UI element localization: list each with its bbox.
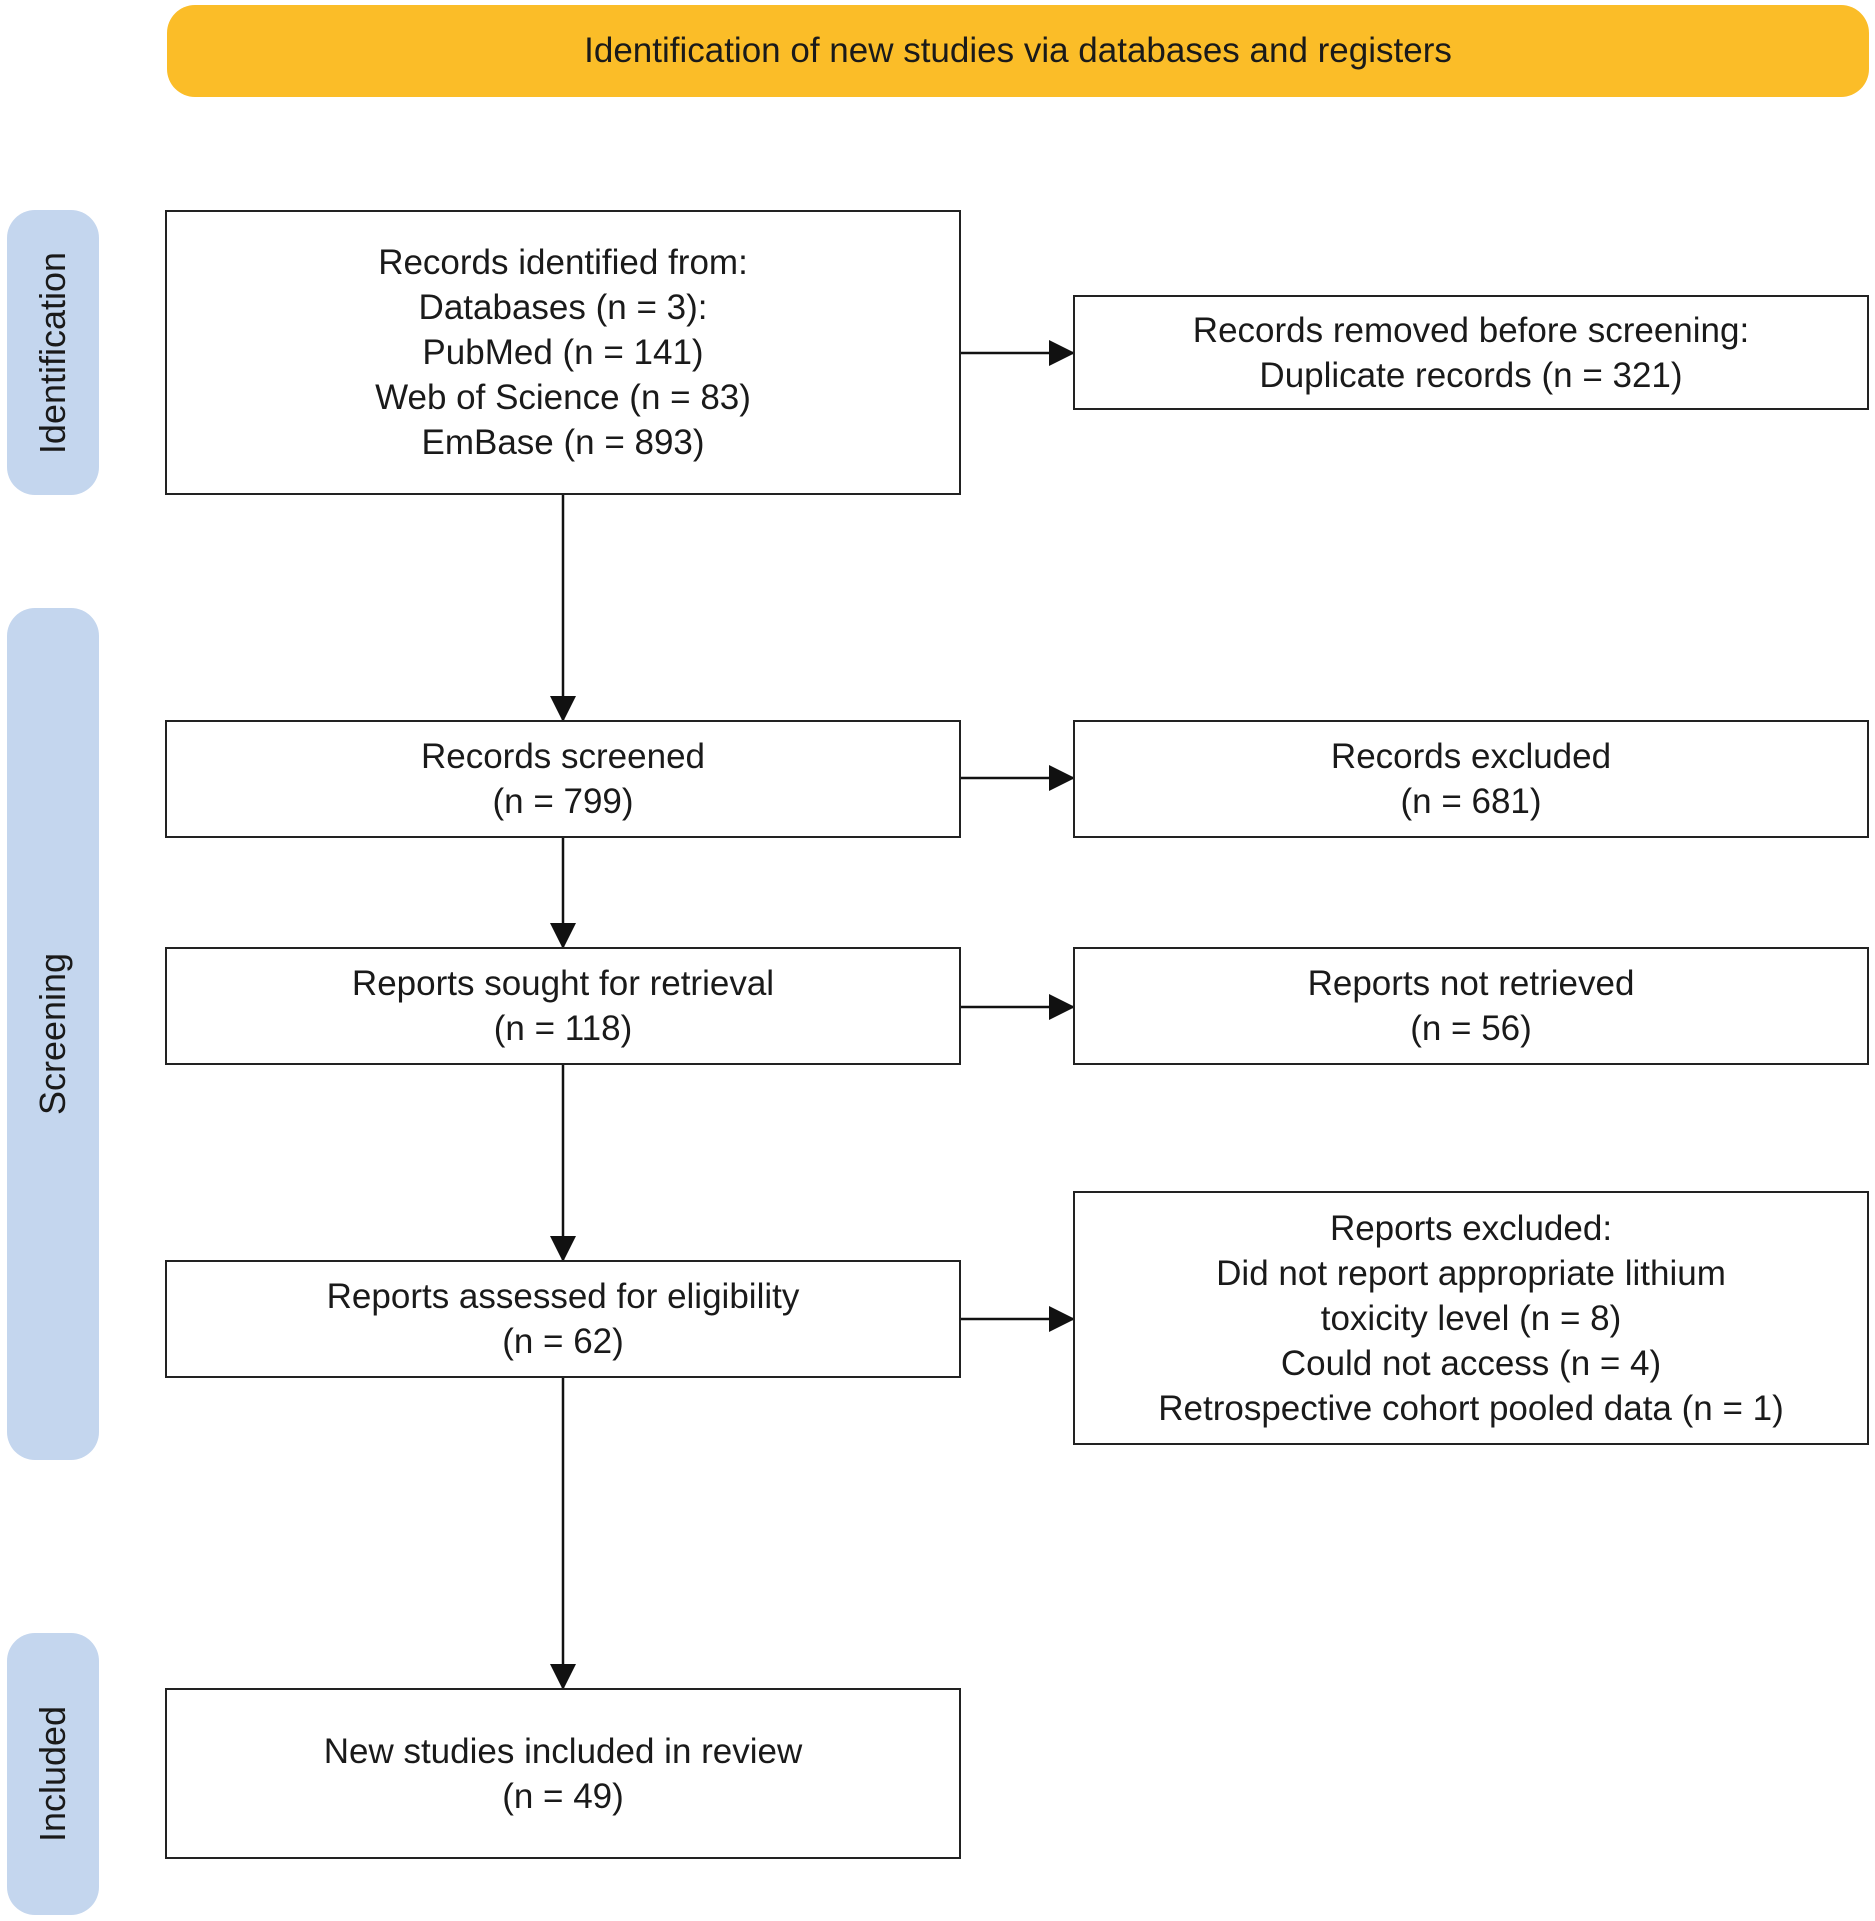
box-line: Duplicate records (n = 321) xyxy=(1259,355,1683,395)
box-line: Records removed before screening: xyxy=(1192,310,1750,350)
box-line: Reports excluded: xyxy=(1329,1208,1613,1248)
box-records-identified: Records identified from: Databases (n = … xyxy=(165,210,961,495)
box-line: Records excluded xyxy=(1330,737,1612,776)
box-line: (n = 799) xyxy=(492,782,634,821)
box-line: Reports sought for retrieval xyxy=(351,964,775,1003)
box-records-excluded: Records excluded (n = 681) xyxy=(1073,720,1869,838)
box-studies-included: New studies included in review (n = 49) xyxy=(165,1688,961,1859)
box-line: (n = 62) xyxy=(502,1322,624,1361)
box-line: EmBase (n = 893) xyxy=(421,423,705,462)
box-reports-not-retrieved: Reports not retrieved (n = 56) xyxy=(1073,947,1869,1065)
box-reports-assessed: Reports assessed for eligibility (n = 62… xyxy=(165,1260,961,1378)
box-line: (n = 49) xyxy=(502,1776,624,1816)
box-line: (n = 56) xyxy=(1410,1009,1532,1048)
box-line: (n = 118) xyxy=(493,1009,633,1048)
box-line: Could not access (n = 4) xyxy=(1280,1343,1662,1383)
phase-identification: Identification xyxy=(7,210,99,495)
header-title: Identification of new studies via databa… xyxy=(584,31,1452,70)
box-line: Retrospective cohort pooled data (n = 1) xyxy=(1158,1388,1784,1428)
box-line: Records screened xyxy=(420,737,706,776)
box-line: (n = 681) xyxy=(1400,782,1542,821)
box-reports-excluded: Reports excluded: Did not report appropr… xyxy=(1073,1191,1869,1445)
header-banner: Identification of new studies via databa… xyxy=(167,5,1869,97)
box-line: Reports not retrieved xyxy=(1307,964,1635,1003)
phase-screening: Screening xyxy=(7,608,99,1460)
box-line: PubMed (n = 141) xyxy=(422,333,704,372)
phase-included: Included xyxy=(7,1633,99,1915)
box-line: toxicity level (n = 8) xyxy=(1320,1298,1622,1338)
box-records-screened: Records screened (n = 799) xyxy=(165,720,961,838)
box-line: Web of Science (n = 83) xyxy=(375,378,751,417)
box-records-removed: Records removed before screening: Duplic… xyxy=(1073,295,1869,410)
box-line: Records identified from: xyxy=(378,243,748,282)
box-reports-sought: Reports sought for retrieval (n = 118) xyxy=(165,947,961,1065)
box-line: New studies included in review xyxy=(323,1731,803,1771)
box-line: Reports assessed for eligibility xyxy=(326,1277,800,1316)
box-line: Databases (n = 3): xyxy=(418,288,708,327)
box-line: Did not report appropriate lithium xyxy=(1216,1253,1726,1293)
